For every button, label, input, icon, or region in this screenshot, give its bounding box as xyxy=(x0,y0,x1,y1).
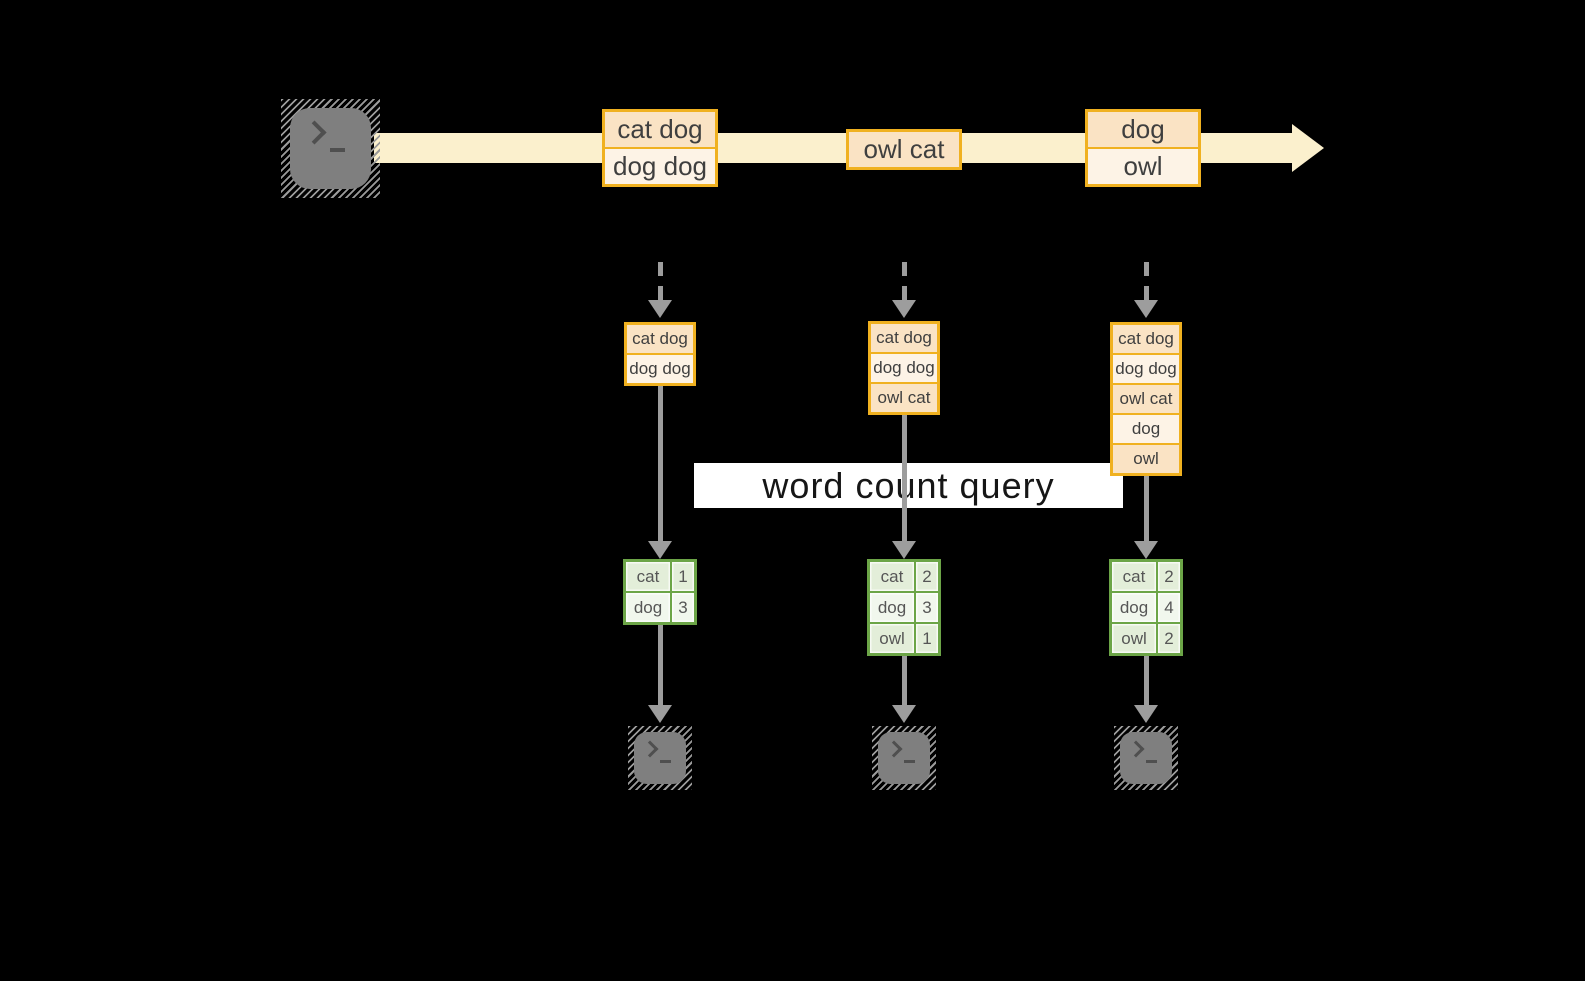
count-value: 4 xyxy=(1158,593,1180,622)
query-label: word count query xyxy=(694,463,1123,508)
terminal-prompt-icon xyxy=(878,732,930,784)
dashed-arrow-line xyxy=(658,262,663,302)
terminal-prompt-icon xyxy=(1120,732,1172,784)
sink-arrow-head xyxy=(648,705,672,723)
sink-arrow-line xyxy=(658,625,663,707)
query-arrow-head xyxy=(1134,541,1158,559)
dashed-arrow-head xyxy=(648,300,672,318)
count-value: 3 xyxy=(916,593,938,622)
count-word: cat xyxy=(626,562,670,591)
prompt-chevron-icon xyxy=(885,740,903,758)
dashed-arrow-head xyxy=(1134,300,1158,318)
count-value: 3 xyxy=(672,593,694,622)
input-line: dog dog xyxy=(871,354,937,382)
count-value: 1 xyxy=(672,562,694,591)
count-word: dog xyxy=(626,593,670,622)
input-line: dog dog xyxy=(627,355,693,383)
stream-batch-2: owl cat xyxy=(846,129,962,170)
query-arrow-head xyxy=(892,541,916,559)
accumulated-input-1: cat dog dog dog xyxy=(624,322,696,386)
accumulated-input-2: cat dog dog dog owl cat xyxy=(868,321,940,415)
source-terminal-icon xyxy=(281,99,380,198)
sink-terminal-icon xyxy=(1114,726,1178,790)
count-value: 2 xyxy=(916,562,938,591)
sink-arrow-head xyxy=(892,705,916,723)
count-value: 2 xyxy=(1158,624,1180,653)
prompt-underscore-icon xyxy=(904,760,915,763)
terminal-prompt-icon xyxy=(634,732,686,784)
stream-event: cat dog xyxy=(605,112,715,147)
count-value: 1 xyxy=(916,624,938,653)
terminal-prompt-icon xyxy=(290,108,371,189)
input-line: owl xyxy=(1113,445,1179,473)
word-count-table-1: cat 1 dog 3 xyxy=(623,559,697,625)
count-word: owl xyxy=(870,624,914,653)
stream-event: owl cat xyxy=(849,132,959,167)
query-arrow-line xyxy=(658,386,663,543)
stream-event: owl xyxy=(1088,149,1198,184)
count-word: owl xyxy=(1112,624,1156,653)
prompt-chevron-icon xyxy=(1127,740,1145,758)
query-arrow-line xyxy=(1144,474,1149,543)
input-line: owl cat xyxy=(871,384,937,412)
count-word: dog xyxy=(870,593,914,622)
dashed-arrow-head xyxy=(892,300,916,318)
input-line: dog dog xyxy=(1113,355,1179,383)
sink-terminal-icon xyxy=(872,726,936,790)
input-line: owl cat xyxy=(1113,385,1179,413)
stream-arrow-head xyxy=(1292,124,1324,172)
count-word: cat xyxy=(870,562,914,591)
sink-arrow-line xyxy=(902,656,907,707)
count-value: 2 xyxy=(1158,562,1180,591)
word-count-table-3: cat 2 dog 4 owl 2 xyxy=(1109,559,1183,656)
prompt-underscore-icon xyxy=(660,760,671,763)
query-arrow-head xyxy=(648,541,672,559)
sink-arrow-line xyxy=(1144,656,1149,707)
sink-terminal-icon xyxy=(628,726,692,790)
accumulated-input-3: cat dog dog dog owl cat dog owl xyxy=(1110,322,1182,476)
prompt-chevron-icon xyxy=(641,740,659,758)
sink-arrow-head xyxy=(1134,705,1158,723)
input-line: cat dog xyxy=(871,324,937,352)
dashed-arrow-line xyxy=(902,262,907,302)
count-word: dog xyxy=(1112,593,1156,622)
prompt-chevron-icon xyxy=(302,120,327,145)
dashed-arrow-line xyxy=(1144,262,1149,302)
prompt-underscore-icon xyxy=(330,148,345,152)
stream-event: dog xyxy=(1088,112,1198,147)
input-line: cat dog xyxy=(1113,325,1179,353)
count-word: cat xyxy=(1112,562,1156,591)
stream-batch-1: cat dog dog dog xyxy=(602,109,718,187)
input-line: dog xyxy=(1113,415,1179,443)
word-count-table-2: cat 2 dog 3 owl 1 xyxy=(867,559,941,656)
query-arrow-line xyxy=(902,413,907,543)
prompt-underscore-icon xyxy=(1146,760,1157,763)
stream-event: dog dog xyxy=(605,149,715,184)
input-line: cat dog xyxy=(627,325,693,353)
stream-batch-3: dog owl xyxy=(1085,109,1201,187)
